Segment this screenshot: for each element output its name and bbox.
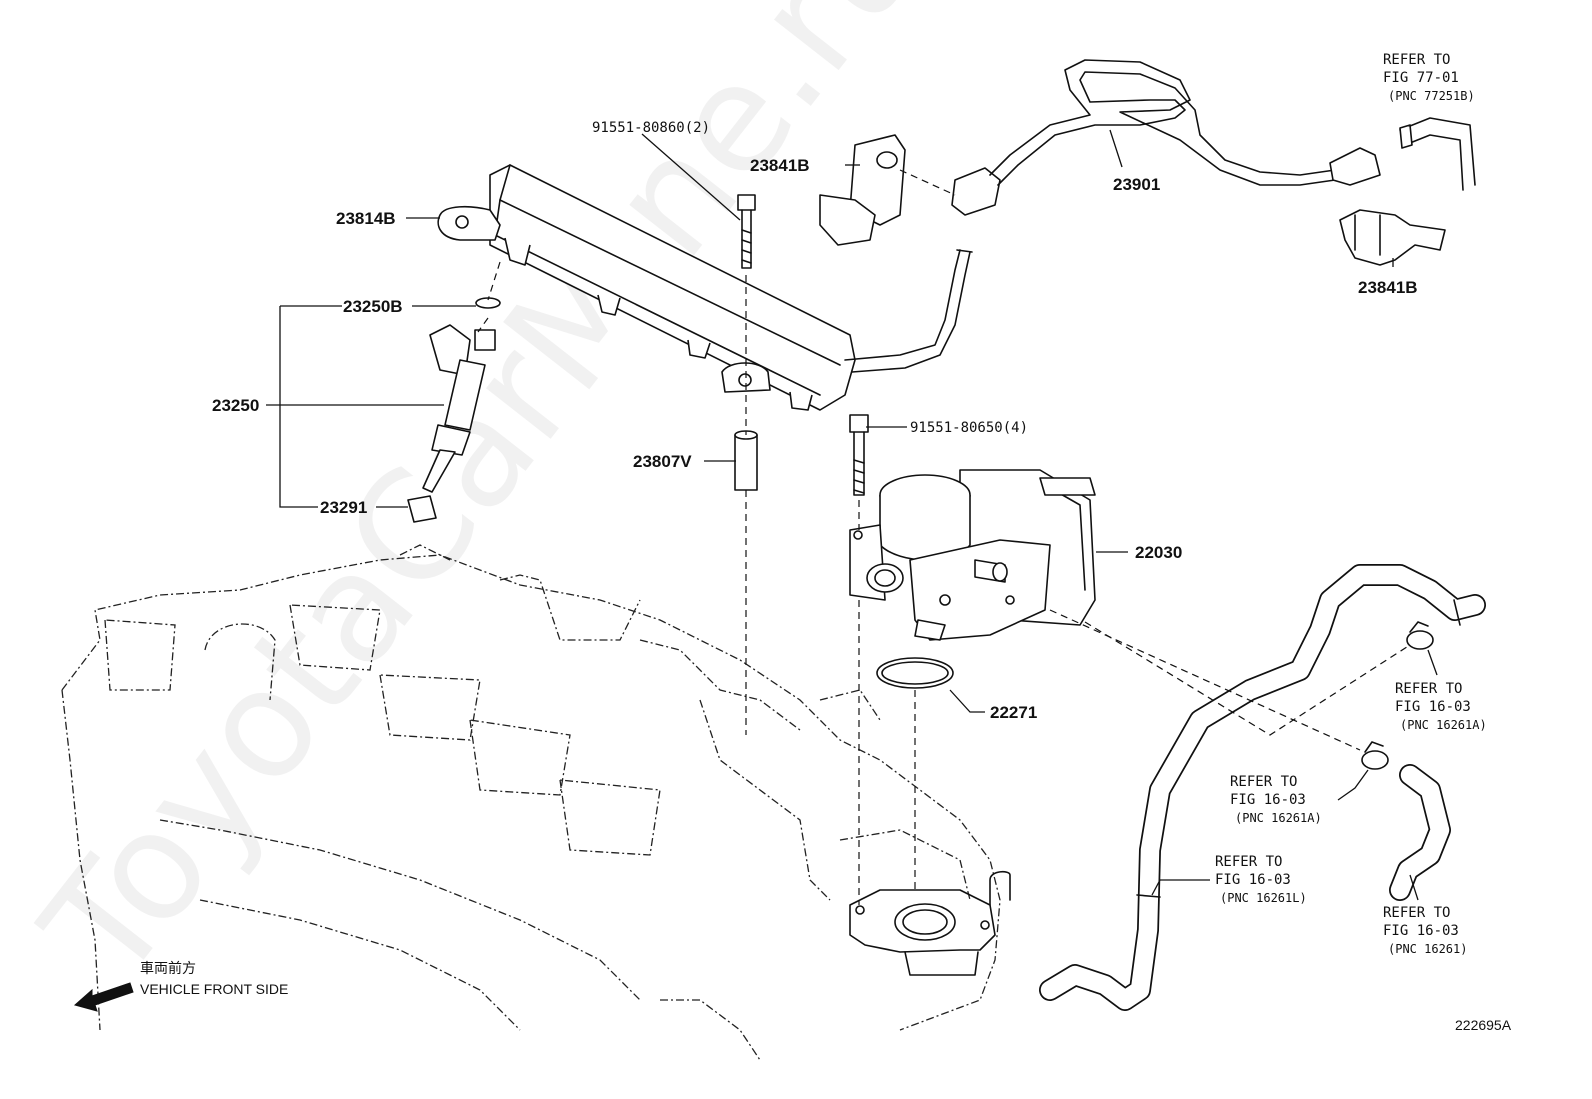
fuel-hose xyxy=(951,59,1381,216)
label-23807V: 23807V xyxy=(633,452,692,471)
reference-note-4: REFER TO FIG 16-03 (PNC 16261L) xyxy=(1215,854,1307,905)
svg-text:REFER TO: REFER TO xyxy=(1230,774,1297,790)
svg-text:REFER TO: REFER TO xyxy=(1395,681,1462,697)
svg-text:REFER TO: REFER TO xyxy=(1383,905,1450,921)
label-23841B-top: 23841B xyxy=(750,156,810,175)
svg-text:FIG 77-01: FIG 77-01 xyxy=(1383,70,1459,86)
arrow-left-icon xyxy=(73,982,134,1012)
svg-text:FIG 16-03: FIG 16-03 xyxy=(1383,923,1459,939)
svg-text:REFER TO: REFER TO xyxy=(1383,52,1450,68)
fuel-injector xyxy=(407,297,501,523)
engine-block-outline xyxy=(61,544,1001,1061)
hose-connector-clip-top xyxy=(819,134,906,246)
svg-text:(PNC 16261A): (PNC 16261A) xyxy=(1400,718,1487,732)
label-23291: 23291 xyxy=(320,498,367,517)
hose-clamps xyxy=(1361,621,1434,770)
svg-text:REFER TO: REFER TO xyxy=(1215,854,1282,870)
label-23814B: 23814B xyxy=(336,209,396,228)
label-22271: 22271 xyxy=(990,703,1037,722)
coolant-hose-long xyxy=(1039,564,1486,1011)
svg-text:FIG 16-03: FIG 16-03 xyxy=(1215,872,1291,888)
watermark: ToyotaCarMine.ru xyxy=(11,0,955,1013)
label-23250: 23250 xyxy=(212,396,259,415)
gasket xyxy=(876,657,954,689)
reference-note-5: REFER TO FIG 16-03 (PNC 16261) xyxy=(1383,905,1467,956)
label-23250B: 23250B xyxy=(343,297,403,316)
svg-text:FIG 16-03: FIG 16-03 xyxy=(1230,792,1306,808)
diagram-id: 222695A xyxy=(1455,1017,1512,1033)
svg-text:(PNC 16261): (PNC 16261) xyxy=(1388,942,1467,956)
spacer-collar xyxy=(734,430,758,491)
svg-text:(PNC 16261A): (PNC 16261A) xyxy=(1235,811,1322,825)
hose-connector-clip-right xyxy=(1339,209,1446,266)
coolant-hose-short xyxy=(1389,764,1451,901)
label-23901: 23901 xyxy=(1113,175,1160,194)
label-22030: 22030 xyxy=(1135,543,1182,562)
front-label-en: VEHICLE FRONT SIDE xyxy=(140,981,288,997)
label-23841B-right: 23841B xyxy=(1358,278,1418,297)
label-91551-80860: 91551-80860(2) xyxy=(592,120,710,136)
throttle-body xyxy=(849,469,1096,641)
reference-note-1: REFER TO FIG 77-01 (PNC 77251B) xyxy=(1383,52,1475,103)
intake-flange xyxy=(849,870,1011,976)
vent-hose xyxy=(1399,117,1476,191)
vehicle-front-indicator: 車両前方 VEHICLE FRONT SIDE xyxy=(73,960,288,1012)
svg-text:(PNC 77251B): (PNC 77251B) xyxy=(1388,89,1475,103)
svg-text:(PNC 16261L): (PNC 16261L) xyxy=(1220,891,1307,905)
bolt-91551-80650 xyxy=(849,414,869,496)
reference-note-3: REFER TO FIG 16-03 (PNC 16261A) xyxy=(1230,774,1322,825)
label-91551-80650: 91551-80650(4) xyxy=(910,420,1028,436)
front-label-jp: 車両前方 xyxy=(140,960,196,976)
bolt-91551-80860 xyxy=(737,194,756,269)
reference-note-2: REFER TO FIG 16-03 (PNC 16261A) xyxy=(1395,681,1487,732)
svg-text:FIG 16-03: FIG 16-03 xyxy=(1395,699,1471,715)
leader-lines xyxy=(266,129,1438,901)
part-labels: 23814B 23250B 23250 23291 23807V 91551-8… xyxy=(212,120,1418,722)
assembly-dashed-lines xyxy=(477,169,1411,905)
